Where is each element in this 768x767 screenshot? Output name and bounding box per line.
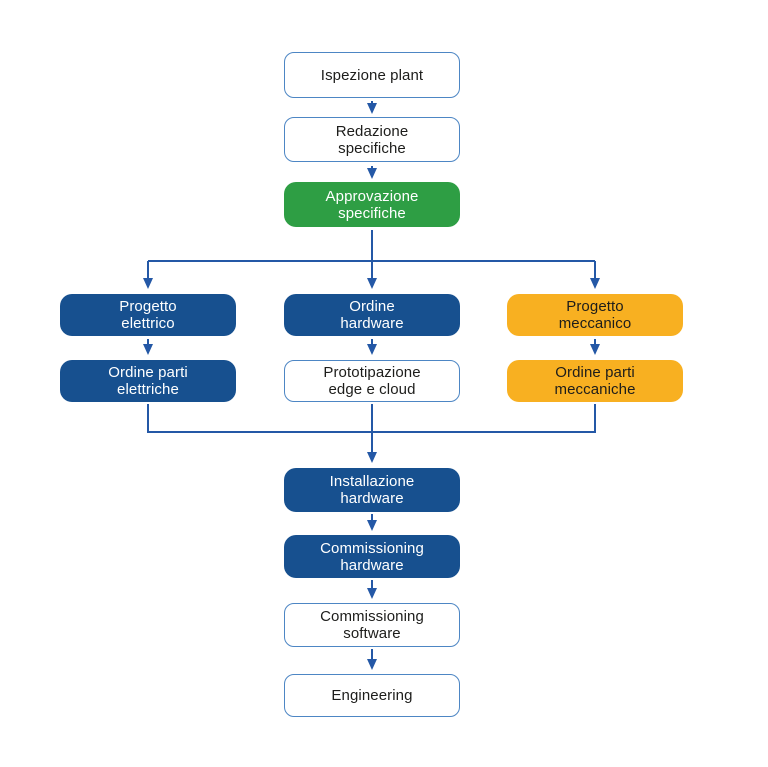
flow-node-commissioning-hardware: Commissioning hardware xyxy=(284,535,460,578)
flow-node-redazione-specifiche: Redazione specifiche xyxy=(284,117,460,162)
flow-node-ordine-hardware: Ordine hardware xyxy=(284,294,460,336)
flow-node-approvazione-specifiche: Approvazione specifiche xyxy=(284,182,460,227)
flow-node-commissioning-software: Commissioning software xyxy=(284,603,460,647)
flow-node-ispezione-plant: Ispezione plant xyxy=(284,52,460,98)
flow-node-prototipazione-edge-cloud: Prototipazione edge e cloud xyxy=(284,360,460,402)
flow-node-progetto-elettrico: Progetto elettrico xyxy=(60,294,236,336)
flow-node-progetto-meccanico: Progetto meccanico xyxy=(507,294,683,336)
flow-node-engineering: Engineering xyxy=(284,674,460,717)
flow-node-ordine-parti-elettriche: Ordine parti elettriche xyxy=(60,360,236,402)
flow-node-ordine-parti-meccaniche: Ordine parti meccaniche xyxy=(507,360,683,402)
flow-node-installazione-hardware: Installazione hardware xyxy=(284,468,460,512)
